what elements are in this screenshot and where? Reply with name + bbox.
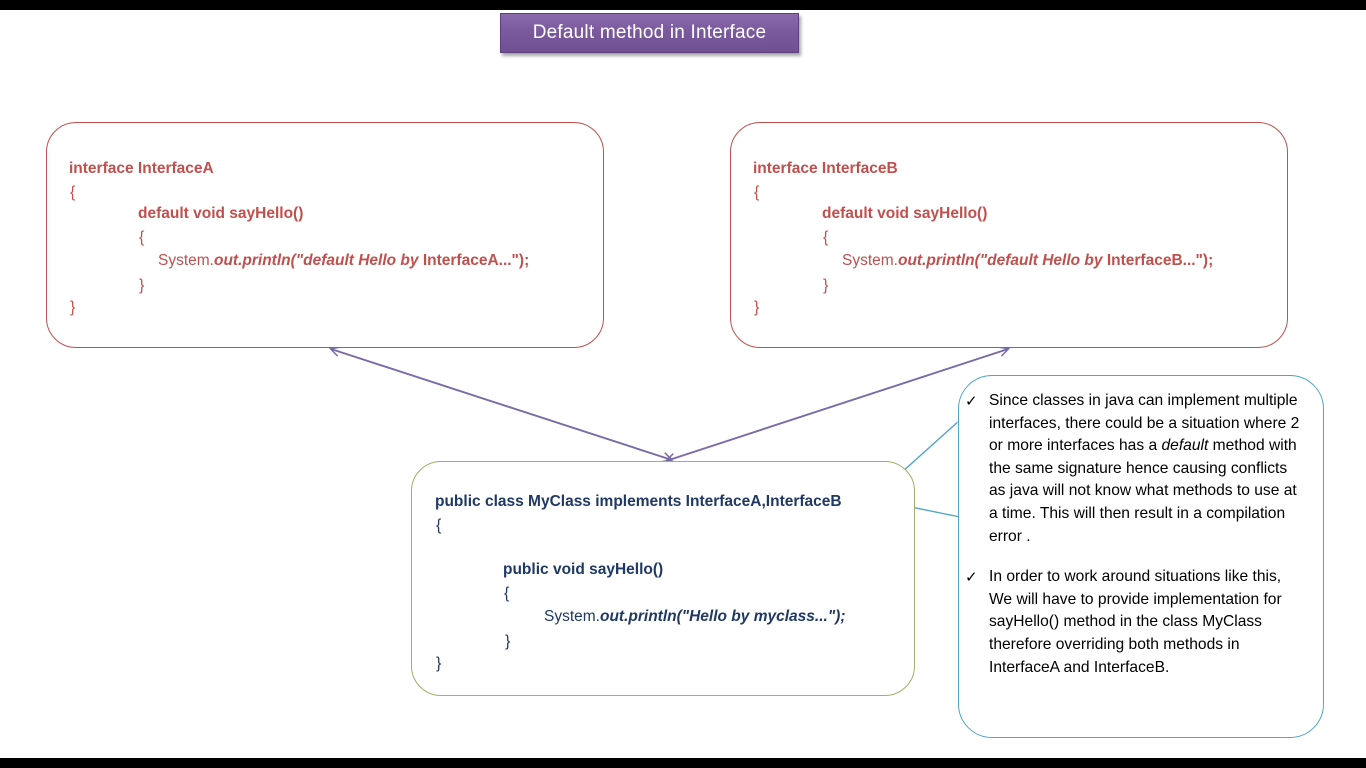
code-line-method-signature: public void sayHello() bbox=[503, 561, 664, 578]
page-title: Default method in Interface bbox=[532, 22, 767, 43]
code-line-head: interface InterfaceA bbox=[69, 160, 214, 177]
code-line-method-close-brace: } bbox=[505, 633, 511, 650]
code-line-open-brace: { bbox=[754, 184, 760, 201]
code-line-method-close-brace: } bbox=[139, 277, 145, 294]
code-line-head: interface InterfaceB bbox=[753, 160, 898, 177]
code-box-interface-a: interface InterfaceA { default void sayH… bbox=[46, 122, 604, 348]
code-line-println: System.out.println("default Hello by Int… bbox=[158, 252, 530, 269]
code-line-method-open-brace: { bbox=[139, 229, 145, 246]
code-line-method-signature: default void sayHello() bbox=[138, 205, 304, 222]
arrow-myclass-to-interfacea bbox=[331, 349, 672, 460]
code-line-method-open-brace: { bbox=[504, 585, 510, 602]
callout-bullet-2-text: In order to work around situations like … bbox=[989, 568, 1282, 676]
arrow-myclass-to-interfaceb bbox=[666, 349, 1008, 461]
code-box-myclass: public class MyClass implements Interfac… bbox=[411, 461, 915, 696]
code-line-head: public class MyClass implements Interfac… bbox=[435, 493, 842, 510]
check-icon: ✓ bbox=[965, 569, 978, 587]
callout-bullet-1-text: Since classes in java can implement mult… bbox=[989, 392, 1300, 545]
code-line-println: System.out.println("default Hello by Int… bbox=[842, 252, 1214, 269]
code-line-method-signature: default void sayHello() bbox=[822, 205, 988, 222]
explanation-callout: ✓ Since classes in java can implement mu… bbox=[958, 375, 1324, 738]
code-line-close-brace: } bbox=[754, 299, 760, 316]
code-line-open-brace: { bbox=[70, 184, 76, 201]
code-line-close-brace: } bbox=[70, 299, 76, 316]
code-line-method-open-brace: { bbox=[823, 229, 829, 246]
code-box-interface-b: interface InterfaceB { default void sayH… bbox=[730, 122, 1288, 348]
code-line-close-brace: } bbox=[436, 655, 442, 672]
callout-bullet-2: ✓ In order to work around situations lik… bbox=[965, 566, 1307, 679]
check-icon: ✓ bbox=[965, 393, 978, 410]
code-line-method-close-brace: } bbox=[823, 277, 829, 294]
code-line-println: System.out.println("Hello by myclass..."… bbox=[544, 608, 846, 625]
letterbox-top bbox=[0, 0, 1366, 10]
letterbox-bottom bbox=[0, 758, 1366, 768]
code-line-open-brace: { bbox=[436, 517, 442, 534]
slide-title-banner: Default method in Interface bbox=[500, 13, 799, 53]
callout-bullet-1: ✓ Since classes in java can implement mu… bbox=[965, 390, 1307, 548]
